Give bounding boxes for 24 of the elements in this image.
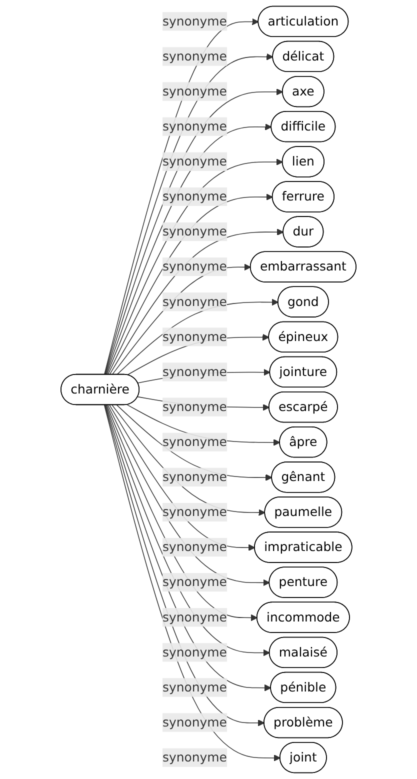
edge-label: synonyme xyxy=(162,714,227,730)
edge-label: synonyme xyxy=(162,574,227,590)
edge-label: synonyme xyxy=(162,504,227,520)
edge-label: synonyme xyxy=(162,399,227,414)
edge-label: synonyme xyxy=(162,188,227,204)
edge-label: synonyme xyxy=(162,118,227,134)
edge-label: synonyme xyxy=(162,84,227,99)
edge-label: synonyme xyxy=(162,680,227,694)
edge-label: synonyme xyxy=(162,259,227,274)
edge-label: synonyme xyxy=(162,48,227,64)
edge-label: synonyme xyxy=(162,14,227,28)
edge-label: synonyme xyxy=(162,224,227,239)
edge-label: synonyme xyxy=(162,364,227,379)
edge-label: synonyme xyxy=(162,154,227,169)
edge-label: synonyme xyxy=(162,750,227,765)
edge-label: synonyme xyxy=(162,610,227,624)
edge-label: synonyme xyxy=(162,644,227,660)
edge-label: synonyme xyxy=(162,294,227,309)
edge-label: synonyme xyxy=(162,329,227,344)
edge-label: synonyme xyxy=(162,539,227,554)
edge-label: synonyme xyxy=(162,434,227,450)
arrow xyxy=(116,404,272,481)
edge-label: synonyme xyxy=(162,469,227,484)
arrow xyxy=(109,404,256,552)
